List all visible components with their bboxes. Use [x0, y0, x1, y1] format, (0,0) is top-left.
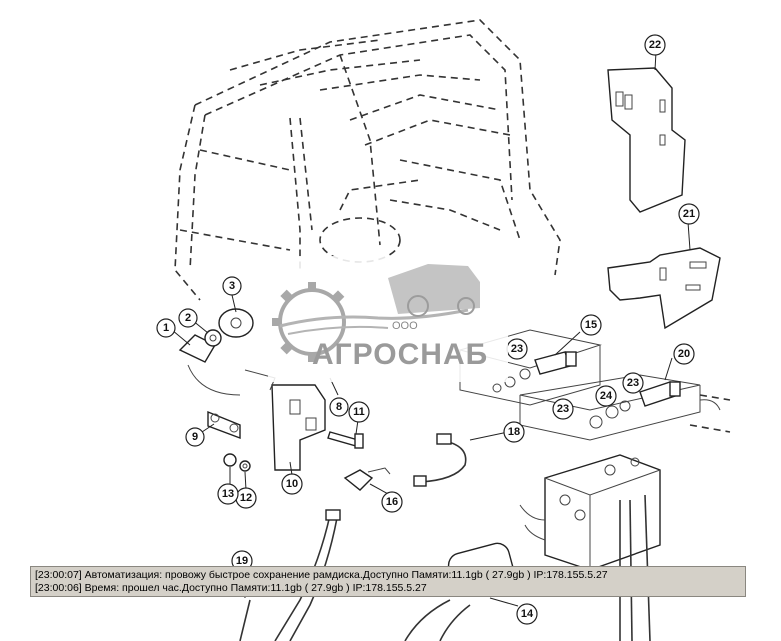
watermark-brand: АГРОСНАБ [312, 338, 489, 371]
callout-2: 2 [178, 308, 198, 328]
svg-text:20: 20 [678, 348, 690, 360]
svg-text:2: 2 [185, 312, 191, 324]
svg-text:24: 24 [600, 390, 613, 402]
callout-13: 13 [217, 483, 239, 505]
svg-text:11: 11 [353, 406, 365, 418]
callout-23a: 23 [506, 338, 528, 360]
svg-text:23: 23 [627, 377, 639, 389]
callout-15: 15 [580, 314, 602, 336]
log-line: [23:00:07] Автоматизация: провожу быстро… [35, 569, 608, 581]
svg-text:13: 13 [222, 488, 234, 500]
callout-8: 8 [329, 397, 349, 417]
log-line: [23:00:06] Время: прошел час.Доступно Па… [35, 582, 427, 594]
cab-outline [174, 19, 561, 301]
svg-text:19: 19 [236, 555, 248, 567]
svg-text:23: 23 [557, 403, 569, 415]
callout-11: 11 [348, 401, 370, 423]
callout-23c: 23 [552, 398, 574, 420]
callout-9: 9 [185, 427, 205, 447]
bracket-part-21 [607, 247, 721, 330]
svg-text:14: 14 [521, 608, 534, 620]
svg-text:23: 23 [511, 343, 523, 355]
callout-23b: 23 [622, 372, 644, 394]
callout-22: 22 [644, 34, 666, 56]
callout-12: 12 [235, 487, 257, 509]
svg-text:10: 10 [286, 478, 298, 490]
callout-24: 24 [595, 385, 617, 407]
svg-text:18: 18 [508, 426, 520, 438]
fastener-cluster-left [178, 308, 254, 396]
callouts: 1 2 3 8 9 10 11 12 13 14 15 16 18 19 20 … [156, 34, 700, 625]
callout-1: 1 [156, 318, 176, 338]
clip-part-16 [343, 467, 391, 491]
bolt-part-11 [327, 431, 364, 449]
gear-wheat-icon [272, 264, 480, 362]
svg-text:1: 1 [163, 322, 169, 334]
washers-part-12-13 [223, 453, 251, 472]
svg-text:9: 9 [192, 431, 198, 443]
svg-text:15: 15 [585, 319, 597, 331]
callout-21: 21 [678, 203, 700, 225]
svg-text:22: 22 [649, 39, 661, 51]
svg-text:12: 12 [240, 492, 252, 504]
svg-text:16: 16 [386, 496, 398, 508]
callout-10: 10 [281, 473, 303, 495]
valve-block [519, 454, 661, 641]
bracket-part-10 [244, 369, 326, 471]
watermark-logo: ООО АГРОСНАБ [268, 256, 508, 382]
connector-group-15-20 [458, 329, 731, 441]
plate-part-9 [207, 410, 241, 440]
callout-3: 3 [222, 276, 242, 296]
callout-20: 20 [673, 343, 695, 365]
log-panel: [23:00:07] Автоматизация: провожу быстро… [30, 566, 746, 597]
watermark-prefix: ООО [392, 320, 418, 332]
callout-18: 18 [503, 421, 525, 443]
callout-16: 16 [381, 491, 403, 513]
wire-part-18 [413, 433, 467, 487]
svg-text:8: 8 [336, 401, 342, 413]
callout-14: 14 [516, 603, 538, 625]
svg-text:3: 3 [229, 280, 235, 292]
svg-text:21: 21 [683, 208, 695, 220]
bracket-part-22 [607, 67, 686, 213]
